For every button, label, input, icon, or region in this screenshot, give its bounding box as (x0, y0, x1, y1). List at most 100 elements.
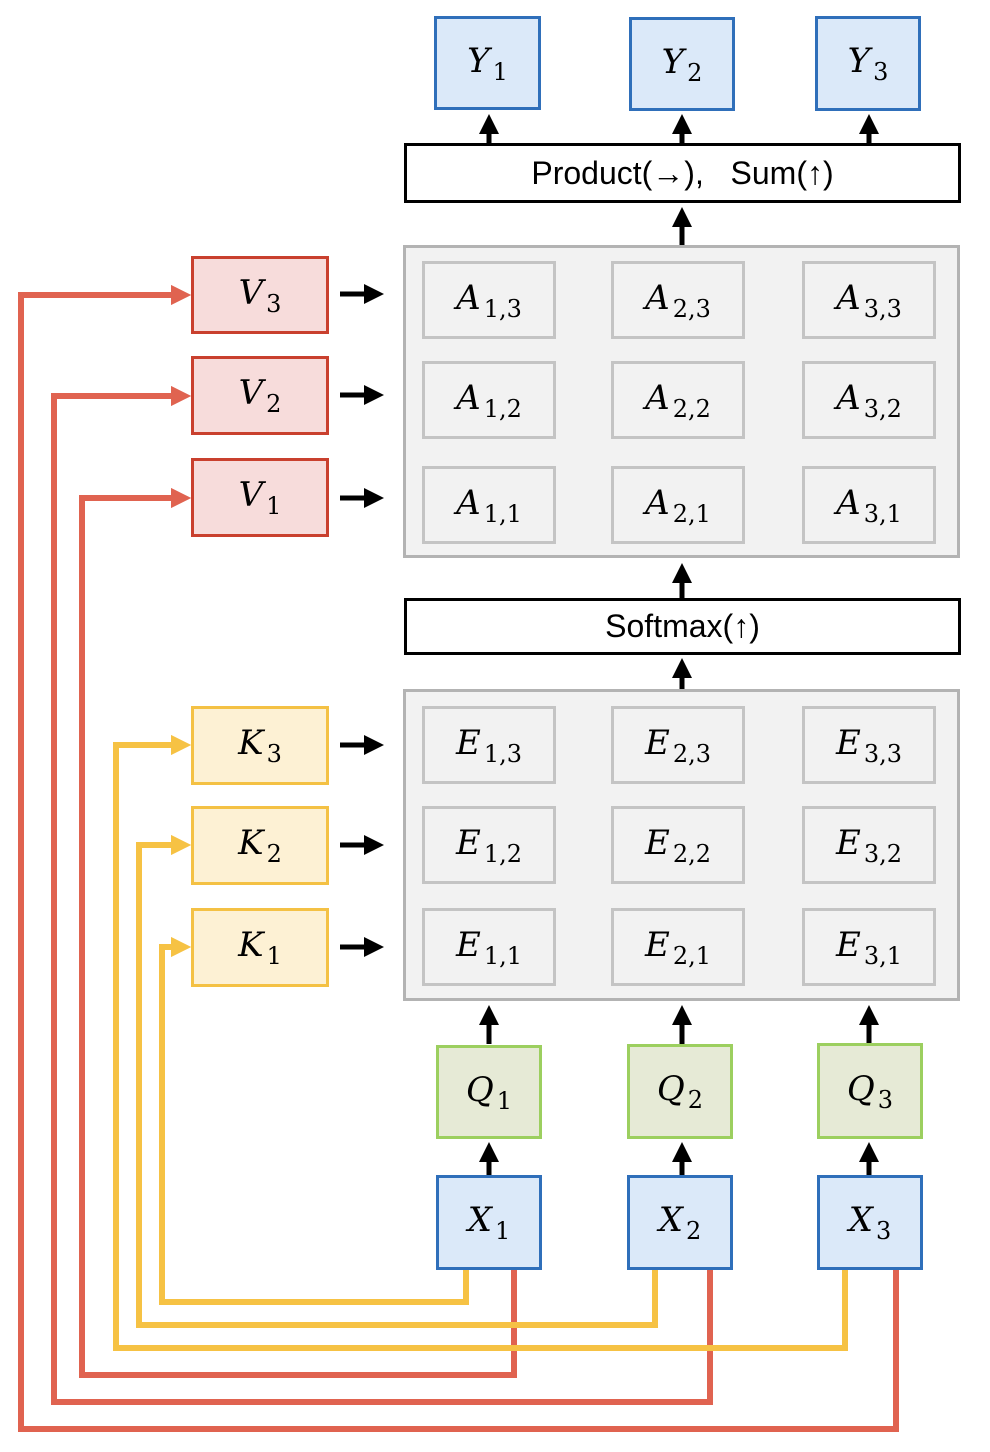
key-symbol: K (238, 925, 264, 965)
value-subscript: 2 (266, 390, 282, 418)
attention-cell-symbol: A (836, 377, 861, 418)
energy-cell-symbol: E (645, 722, 670, 763)
output-subscript: 1 (492, 57, 508, 86)
attention-cell-symbol: A (456, 377, 481, 418)
energy-cell-symbol: E (836, 822, 861, 863)
key-subscript: 1 (266, 942, 282, 970)
product-sum-box: Product(→), Sum(↑) (404, 143, 961, 203)
energy-cell-subscript: 3,2 (863, 839, 902, 868)
energy-cell-symbol: E (836, 924, 861, 965)
attention-cell-subscript: 2,3 (672, 294, 711, 323)
input-symbol: X (658, 1200, 683, 1240)
attention-cell-subscript: 3,3 (863, 294, 902, 323)
key-symbol: K (238, 823, 264, 863)
attention-cell-subscript: 2,1 (672, 499, 711, 528)
value-subscript: 3 (266, 289, 282, 318)
key-wire-x1-k1 (159, 936, 469, 1305)
value-symbol: V (238, 475, 264, 515)
value-subscript: 1 (266, 492, 282, 520)
value-symbol: V (238, 272, 264, 313)
attention-cell-symbol: A (456, 277, 481, 318)
attention-cell-symbol: A (645, 377, 670, 418)
attention-cell-symbol: A (456, 482, 481, 523)
energy-cell-symbol: E (645, 822, 670, 863)
input-subscript: 1 (494, 1217, 511, 1245)
key-wire-x2-k2 (136, 834, 658, 1328)
energy-cell-subscript: 2,1 (672, 941, 711, 970)
key-wire-x3-k3 (113, 734, 848, 1351)
attention-cell-symbol: A (645, 482, 670, 523)
energy-cell-subscript: 1,1 (483, 941, 522, 970)
energy-cell-subscript: 3,3 (863, 739, 902, 768)
input-symbol: X (848, 1200, 873, 1240)
input-subscript: 3 (875, 1217, 892, 1245)
attention-cell-symbol: A (836, 482, 861, 523)
energy-cell-subscript: 2,3 (672, 739, 711, 768)
attention-cell-subscript: 2,2 (672, 394, 711, 423)
softmax-label: Softmax(↑) (605, 608, 760, 644)
energy-cell-symbol: E (836, 722, 861, 763)
attention-cell-subscript: 3,1 (863, 499, 902, 528)
energy-cell-symbol: E (456, 822, 481, 863)
attention-cell-subscript: 1,1 (483, 499, 522, 528)
key-subscript: 2 (266, 840, 282, 868)
energy-cell-symbol: E (456, 924, 481, 965)
energy-cell-subscript: 2,2 (672, 839, 711, 868)
output-subscript: 3 (873, 58, 889, 86)
input-symbol: X (467, 1200, 492, 1240)
energy-cell-symbol: E (456, 722, 481, 763)
output-symbol: Y (847, 41, 871, 81)
output-symbol: Y (467, 40, 490, 81)
query-subscript: 1 (496, 1086, 513, 1115)
query-subscript: 3 (877, 1085, 894, 1114)
query-symbol: Q (465, 1069, 494, 1110)
output-symbol: Y (661, 41, 685, 82)
value-wire-x3-v3 (18, 284, 899, 1432)
key-subscript: 3 (266, 740, 282, 768)
energy-cell-symbol: E (645, 924, 670, 965)
key-symbol: K (238, 723, 264, 763)
product-sum-label: Product(→), Sum(↑) (531, 154, 834, 191)
query-subscript: 2 (687, 1086, 704, 1114)
query-symbol: Q (656, 1069, 685, 1109)
value-wire-x1-v1 (79, 487, 517, 1378)
attention-cell-subscript: 1,3 (483, 294, 522, 323)
energy-cell-subscript: 1,3 (483, 739, 522, 768)
energy-cell-subscript: 1,2 (483, 839, 522, 868)
input-subscript: 2 (685, 1217, 702, 1245)
energy-cell-subscript: 3,1 (863, 941, 902, 970)
attention-cell-subscript: 3,2 (863, 394, 902, 423)
